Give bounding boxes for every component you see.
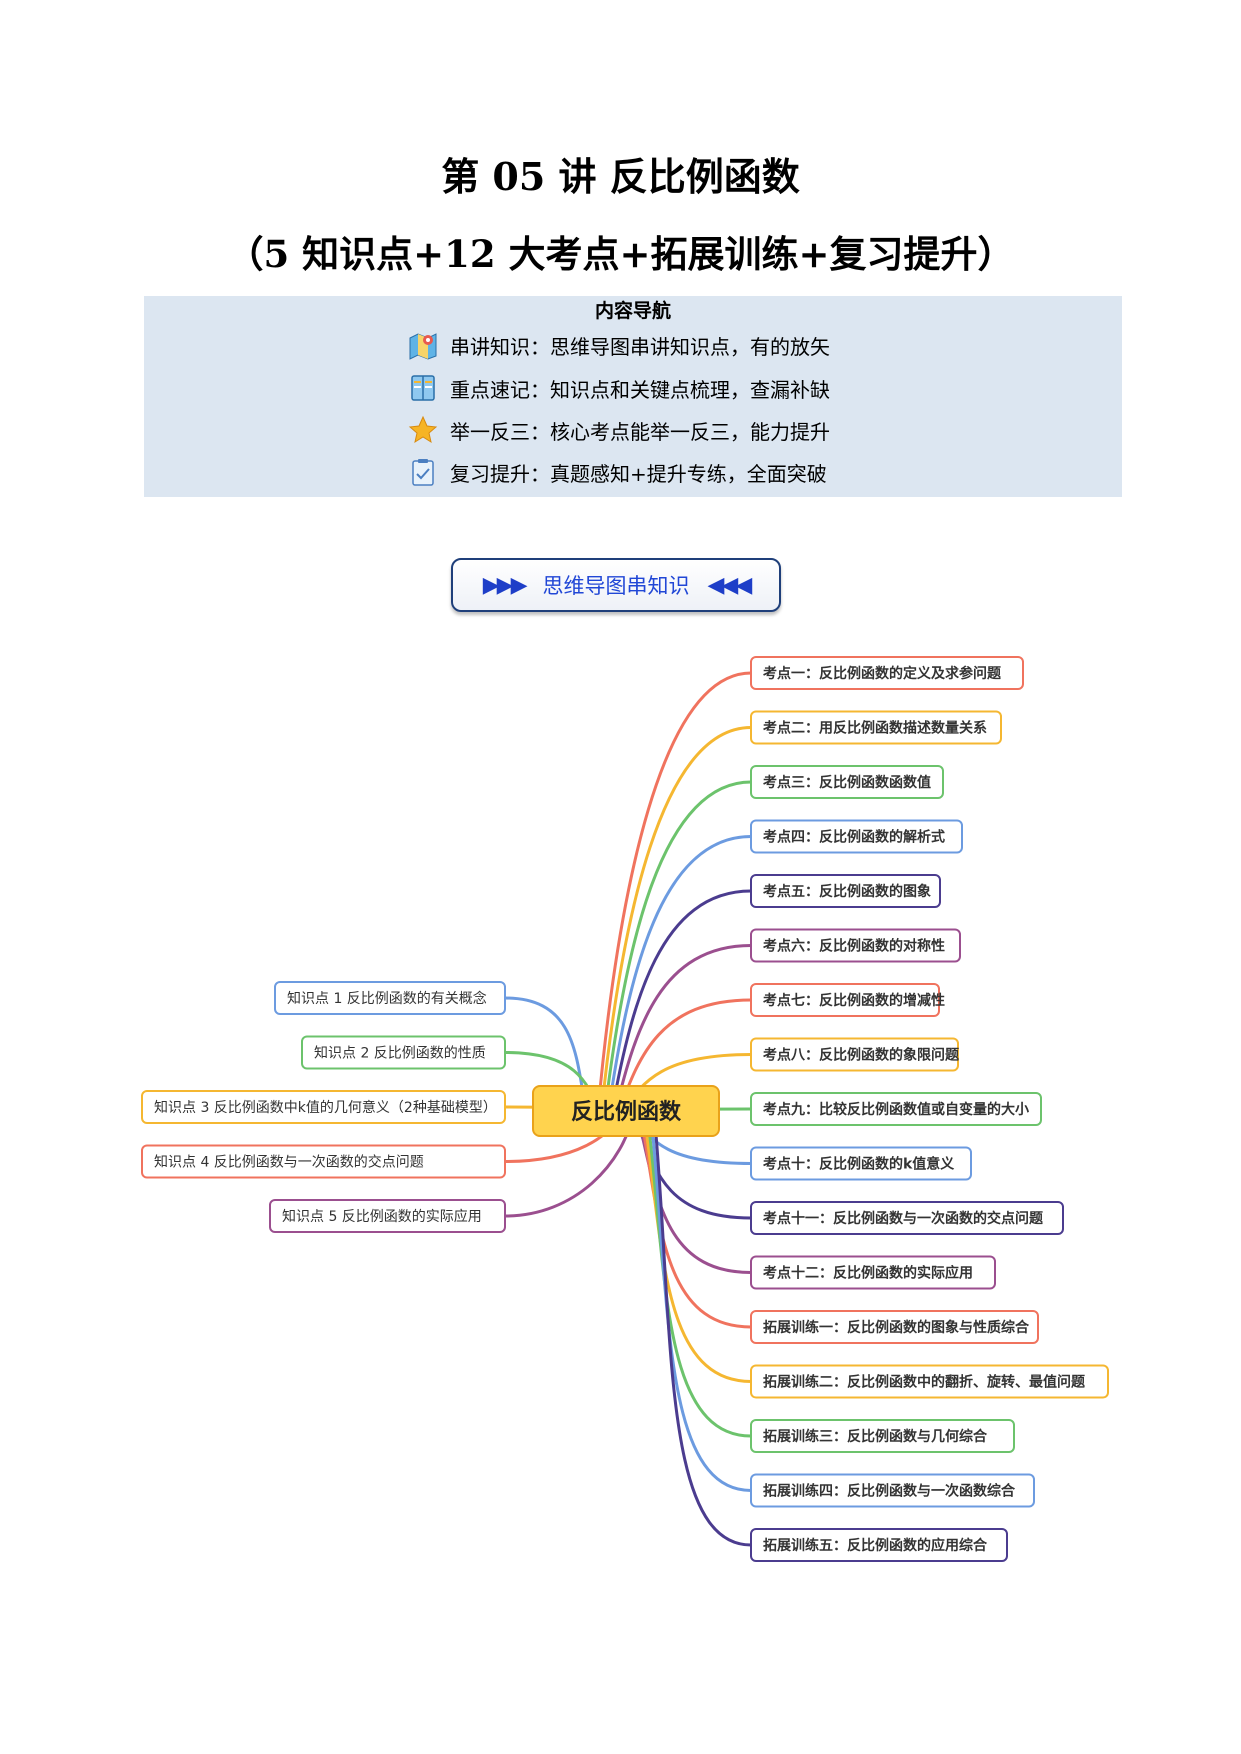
map-icon	[408, 330, 438, 360]
banner-text: 思维导图串知识	[542, 574, 690, 598]
topic-node-label: 拓展训练四：反比例函数与一次函数综合	[763, 1483, 1016, 1500]
topic-node-box	[750, 656, 1024, 690]
branch-line	[642, 1110, 752, 1383]
topic-node-box	[750, 1146, 972, 1181]
nav-item-text: 串讲知识：思维导图串讲知识点，有的放矢	[450, 334, 830, 359]
branch-line	[610, 889, 752, 1112]
topic-node-box	[750, 1255, 996, 1290]
topic-node-label: 拓展训练二：反比例函数中的翻折、旋转、最值问题	[763, 1374, 1086, 1391]
branch-line	[638, 1110, 752, 1329]
topic-node-box	[750, 1310, 1039, 1344]
branch-line	[603, 780, 752, 1112]
branch-line	[649, 1110, 752, 1492]
branch-line	[652, 1110, 752, 1547]
knowledge-node-label: 知识点 4 反比例函数与一次函数的交点问题	[154, 1154, 424, 1171]
nav-item-knowledge: 串讲知识：思维导图串讲知识点，有的放矢	[408, 329, 830, 361]
topic-node-box	[750, 1037, 959, 1072]
topic-node-label: 拓展训练五：反比例函数的应用综合	[763, 1537, 988, 1554]
center-node-label: 反比例函数	[571, 1099, 682, 1125]
topic-node-label: 考点十：反比例函数的k值意义	[763, 1156, 954, 1173]
topic-node-box	[750, 1473, 1035, 1508]
nav-item-review: 复习提升：真题感知+提升专练，全面突破	[408, 456, 827, 488]
topic-node-label: 考点八：反比例函数的象限问题	[763, 1047, 960, 1064]
topic-node-box	[750, 983, 940, 1017]
topic-node-label: 考点六：反比例函数的对称性	[763, 938, 945, 955]
nav-item-summary: 重点速记：知识点和关键点梳理，查漏补缺	[408, 372, 830, 404]
knowledge-node-label: 知识点 2 反比例函数的性质	[314, 1045, 486, 1062]
topic-node-box	[750, 765, 944, 799]
branch-line	[635, 1110, 752, 1274]
knowledge-node-box	[301, 1035, 506, 1070]
nav-item-practice: 举一反三：核心考点能举一反三，能力提升	[408, 414, 830, 446]
topic-node-box	[750, 928, 961, 963]
checklist-icon	[408, 457, 438, 487]
topic-node-label: 考点一：反比例函数的定义及求参问题	[763, 665, 1002, 682]
topic-node-label: 考点四：反比例函数的解析式	[763, 829, 945, 846]
branch-line	[645, 1110, 752, 1438]
topic-node-box	[750, 1419, 1015, 1453]
branch-line	[614, 944, 752, 1112]
topic-node-box	[750, 1528, 1008, 1562]
knowledge-node-box	[141, 1144, 506, 1179]
banner-right-arrows: ◀◀◀	[707, 572, 753, 598]
book-icon	[408, 373, 438, 403]
page-subtitle: （5 知识点+12 大考点+拓展训练+复习提升）	[226, 232, 1015, 276]
knowledge-node-box	[269, 1199, 506, 1233]
topic-node-box	[750, 819, 963, 854]
knowledge-node-box	[141, 1090, 506, 1124]
branch-line	[596, 671, 752, 1112]
page-title: 第 05 讲 反比例函数	[441, 154, 800, 199]
topic-node-box	[750, 710, 1002, 745]
content-navigation: 内容导航 串讲知识：思维导图串讲知识点，有的放矢 重点速记：知识点和关键点梳理，…	[144, 296, 1122, 497]
topic-node-label: 考点三：反比例函数函数值	[763, 774, 931, 791]
star-icon	[408, 415, 438, 445]
nav-heading: 内容导航	[594, 300, 671, 322]
nav-item-text: 重点速记：知识点和关键点梳理，查漏补缺	[450, 377, 830, 402]
topic-node-label: 考点十一：反比例函数与一次函数的交点问题	[763, 1210, 1044, 1227]
topic-node-label: 考点五：反比例函数的图象	[763, 883, 931, 900]
knowledge-node-box	[274, 981, 506, 1015]
topic-node-box	[750, 874, 941, 908]
branch-line	[607, 835, 752, 1112]
topic-node-label: 考点二：用反比例函数描述数量关系	[763, 720, 987, 737]
knowledge-node-label: 知识点 3 反比例函数中k值的几何意义（2种基础模型）	[154, 1099, 497, 1116]
topic-node-label: 拓展训练三：反比例函数与几何综合	[763, 1428, 988, 1445]
banner-left-arrows: ▶▶▶	[482, 572, 528, 598]
branch-line	[600, 726, 752, 1112]
topic-node-label: 考点七：反比例函数的增减性	[763, 992, 945, 1009]
topic-node-label: 考点九：比较反比例函数值或自变量的大小	[763, 1101, 1029, 1118]
topic-node-label: 考点十二：反比例函数的实际应用	[763, 1265, 973, 1282]
center-node-box	[532, 1085, 720, 1137]
topic-node-box	[750, 1364, 1109, 1399]
nav-item-text: 复习提升：真题感知+提升专练，全面突破	[450, 461, 827, 486]
nav-item-text: 举一反三：核心考点能举一反三，能力提升	[450, 419, 830, 444]
topic-node-box	[750, 1201, 1064, 1235]
knowledge-node-label: 知识点 1 反比例函数的有关概念	[287, 990, 487, 1007]
knowledge-node-label: 知识点 5 反比例函数的实际应用	[282, 1208, 482, 1225]
topic-node-label: 拓展训练一：反比例函数的图象与性质综合	[763, 1319, 1030, 1336]
mindmap-banner: ▶▶▶ 思维导图串知识 ◀◀◀	[451, 558, 781, 612]
topic-node-box	[750, 1092, 1042, 1126]
